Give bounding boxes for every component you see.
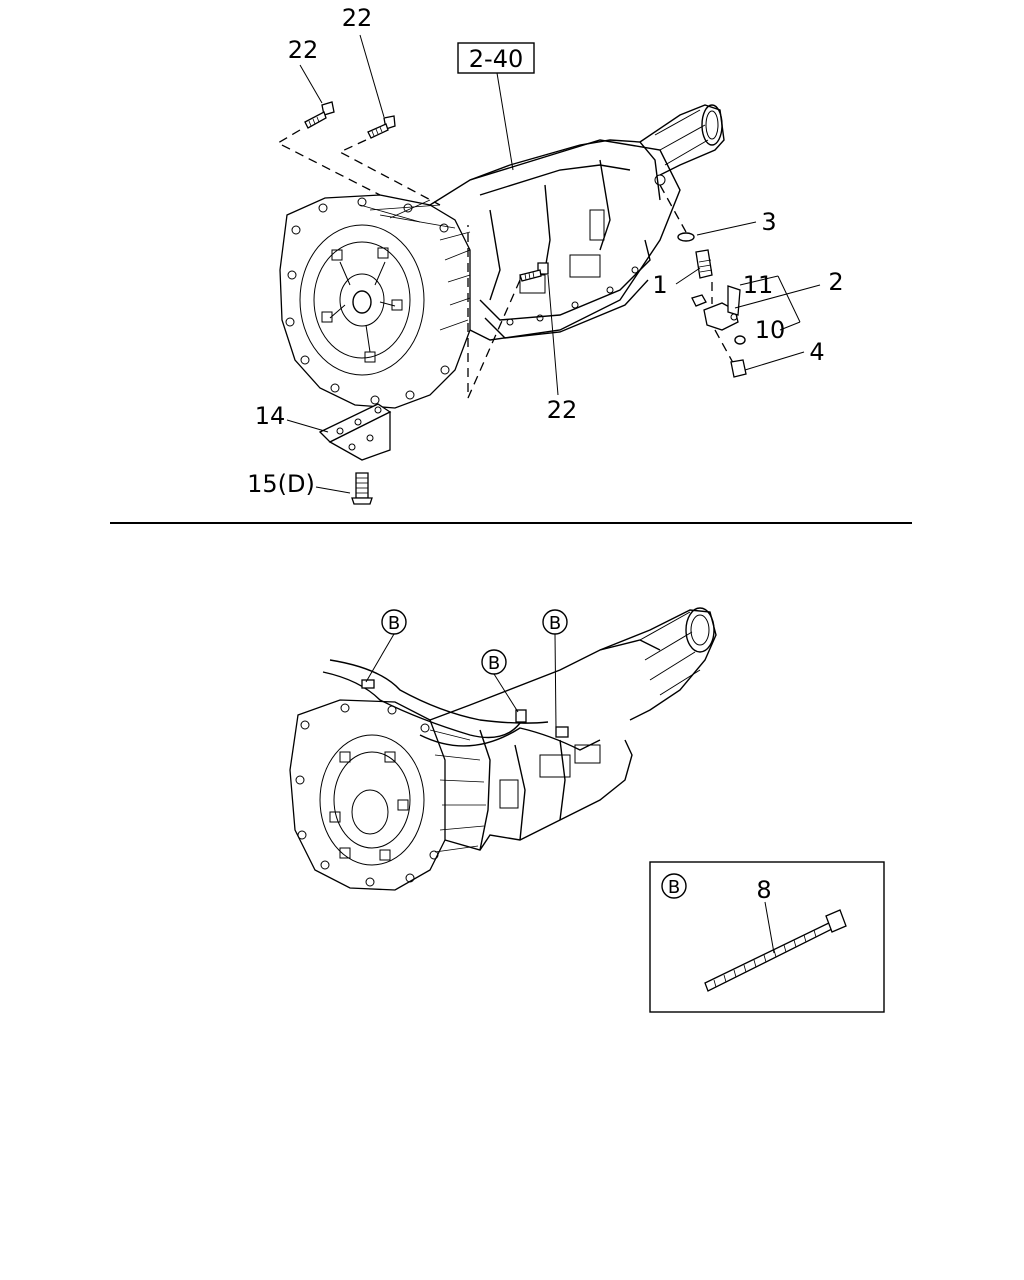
label-part-14: 14: [255, 402, 286, 430]
bolt-22-upper-right: [359, 34, 396, 139]
bolt-part-15d: [315, 472, 373, 505]
bottom-transmission-view: B B B: [289, 607, 717, 891]
label-part-4: 4: [809, 338, 824, 366]
detail-box-b: B 8: [649, 861, 885, 1013]
bracket-part-14: [286, 403, 392, 461]
transmission-assembly-bottom: [289, 607, 717, 891]
bolt-part-4: [730, 351, 805, 378]
transmission-assembly-top: [279, 104, 725, 409]
label-part-22-c: 22: [547, 396, 578, 424]
speed-sensor-part-1: [675, 249, 713, 285]
reference-box-frame: [457, 42, 535, 74]
label-clip-b-2: B: [488, 653, 500, 674]
reference-box-label: 2-40: [469, 45, 523, 73]
bolt-22-upper-left: [299, 64, 335, 129]
label-part-2: 2: [828, 268, 843, 296]
label-part-10: 10: [755, 316, 786, 344]
label-part-3: 3: [761, 208, 776, 236]
connector-group-11-2-10: [691, 275, 821, 371]
label-part-8: 8: [756, 876, 771, 904]
label-detail-b: B: [668, 877, 680, 898]
o-ring-part-3: [659, 184, 757, 242]
label-part-1: 1: [652, 271, 667, 299]
label-part-22-b: 22: [342, 4, 373, 32]
label-clip-b-3: B: [549, 613, 561, 634]
label-clip-b-1: B: [388, 613, 400, 634]
clip-b-marker-1: [381, 609, 407, 635]
cable-tie-part-8: [704, 901, 847, 992]
label-part-22-a: 22: [288, 36, 319, 64]
clip-b-marker-2: [481, 649, 507, 675]
top-transmission-view: 2-40 22 22 22 3 1 11 2 10 4 14 15(D): [247, 4, 844, 505]
detail-b-marker: [661, 873, 687, 899]
bolt-22-lower: [467, 225, 559, 399]
label-part-11: 11: [743, 271, 774, 299]
label-part-15d: 15(D): [247, 470, 315, 498]
clip-b-marker-3: [542, 609, 568, 635]
